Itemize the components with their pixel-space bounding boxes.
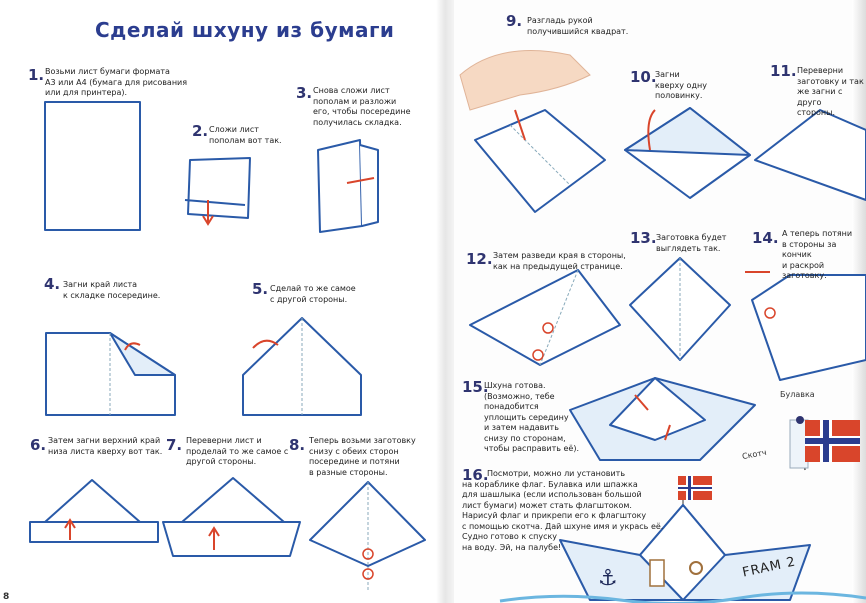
step-8-number: 8.: [289, 436, 306, 454]
step-12-text: Затем разведи края в стороны, как на пре…: [493, 251, 626, 271]
step-11-number: 11.: [770, 62, 797, 80]
step-7-text: Переверни лист и проделай то же самое с …: [186, 436, 289, 466]
page-number: 8: [3, 592, 10, 602]
book-gutter: [436, 0, 454, 603]
step-15-number: 15.: [462, 378, 489, 396]
step-5-text: Сделай то же самое с другой стороны.: [270, 284, 356, 304]
hat-drawing-6: [44, 479, 141, 523]
step-9-number: 9.: [506, 12, 523, 30]
step-13-text: Заготовка будет выглядеть так.: [656, 233, 727, 253]
step-7-number: 7.: [166, 436, 183, 454]
door-drawing: [649, 559, 665, 587]
boat-flag-drawing: [678, 476, 712, 500]
step-6-text: Затем загни верхний край низа листа квер…: [48, 436, 163, 456]
step-16-text: Посмотри, можно ли установить на корабли…: [462, 469, 664, 552]
page-title: Сделай шхуну из бумаги: [95, 18, 395, 42]
pin-label: Булавка: [780, 390, 815, 399]
triangle-fold-drawing: [242, 317, 362, 416]
step-13-number: 13.: [630, 229, 657, 247]
step-8-text: Теперь возьми заготовку снизу с обеих ст…: [309, 436, 416, 477]
step-10-text: Загни кверху одну половинку.: [655, 70, 707, 100]
water-drawing: [499, 591, 866, 603]
step-1-number: 1.: [28, 66, 45, 84]
norway-flag-drawing: [805, 420, 860, 462]
hat-drawing-7: [181, 477, 285, 523]
step-2-text: Сложи лист пополам вот так.: [209, 125, 282, 145]
step-16-number: 16.: [462, 466, 489, 484]
step-12-number: 12.: [466, 250, 493, 268]
square-drawing: [474, 109, 606, 213]
fold-half-drawing-11: [754, 109, 866, 201]
step-9-text: Разгладь рукой получившийся квадрат.: [527, 16, 629, 36]
folded-sheet-drawing: [184, 157, 251, 219]
spread-edges-drawing: [469, 269, 621, 366]
step-5-number: 5.: [252, 280, 269, 298]
step-6-number: 6.: [30, 436, 47, 454]
anchor-icon: ⚓: [598, 566, 618, 591]
book-fold-drawing: [317, 139, 363, 233]
step-15-text: Шхуна готова. (Возможно, тебе понадобитс…: [484, 381, 580, 453]
step-3-text: Снова сложи лист пополам и разложи его, …: [313, 86, 411, 127]
step-4-number: 4.: [44, 275, 61, 293]
step-2-number: 2.: [192, 122, 209, 140]
porthole-drawing: [689, 561, 703, 575]
step-4-text: Загни край листа к складке посередине.: [63, 280, 161, 300]
step-11-text: Переверни заготовку и так же загни с дру…: [797, 66, 864, 117]
step-14-number: 14.: [752, 229, 779, 247]
hand-drawing: [459, 50, 591, 111]
step-10-number: 10.: [630, 68, 657, 86]
step-14-text: А теперь потяни в стороны за кончик и ра…: [782, 229, 853, 280]
paper-sheet-drawing: [44, 101, 141, 231]
step-3-number: 3.: [296, 84, 313, 102]
step-1-text: Возьми лист бумаги формата А3 или А4 (бу…: [45, 67, 188, 97]
open-drawing-14: [751, 274, 866, 381]
